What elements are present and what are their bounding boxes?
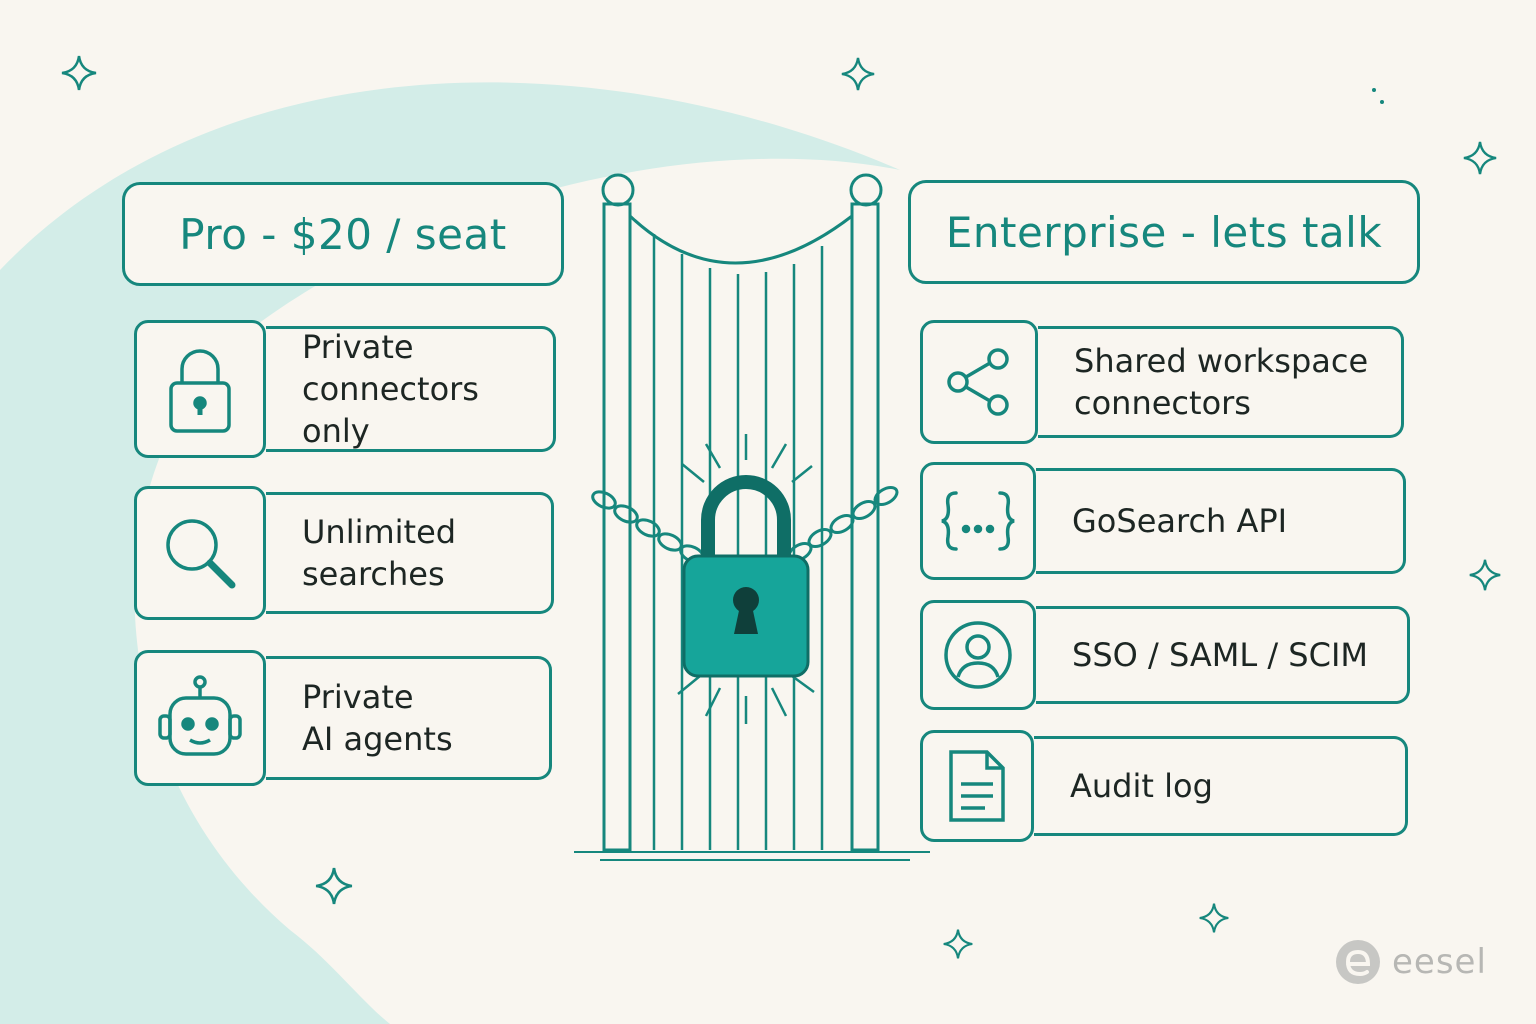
pro-feature-private-ai-agents: Private AI agents [134, 650, 552, 786]
feature-label: Private AI agents [266, 656, 552, 780]
eesel-logo-icon [1336, 940, 1380, 984]
robot-icon [134, 650, 266, 786]
brand-logo: eesel [1334, 938, 1487, 986]
brand-name: eesel [1392, 942, 1487, 982]
sparkle-icon [1463, 141, 1497, 175]
feature-label: SSO / SAML / SCIM [1036, 606, 1410, 704]
user-circle-icon [920, 600, 1036, 710]
feature-label: Audit log [1034, 736, 1408, 836]
enterprise-feature-shared-connectors: Shared workspace connectors [920, 320, 1404, 444]
pro-feature-private-connectors: Private connectors only [134, 320, 556, 458]
sparkle-icon [943, 929, 973, 959]
feature-label: Private connectors only [266, 326, 556, 452]
feature-label: Unlimited searches [266, 492, 554, 614]
code-braces-icon [920, 462, 1036, 580]
pro-feature-unlimited-searches: Unlimited searches [134, 486, 554, 620]
feature-label: GoSearch API [1036, 468, 1406, 574]
lock-icon [134, 320, 266, 458]
sparkle-icon [1199, 903, 1229, 933]
pro-plan-title: Pro - $20 / seat [122, 182, 564, 286]
padlock-gate-icon [574, 173, 930, 861]
search-icon [134, 486, 266, 620]
enterprise-plan-title: Enterprise - lets talk [908, 180, 1420, 284]
enterprise-feature-gosearch-api: GoSearch API [920, 462, 1406, 580]
feature-label: Shared workspace connectors [1038, 326, 1404, 438]
enterprise-feature-sso: SSO / SAML / SCIM [920, 600, 1410, 710]
dot-icon [1372, 88, 1384, 104]
document-icon [920, 730, 1034, 842]
sparkle-icon [1469, 559, 1501, 591]
share-icon [920, 320, 1038, 444]
sparkle-icon [315, 867, 353, 905]
sparkle-icon [61, 55, 97, 91]
sparkle-icon [841, 57, 875, 91]
enterprise-feature-audit-log: Audit log [920, 730, 1408, 842]
